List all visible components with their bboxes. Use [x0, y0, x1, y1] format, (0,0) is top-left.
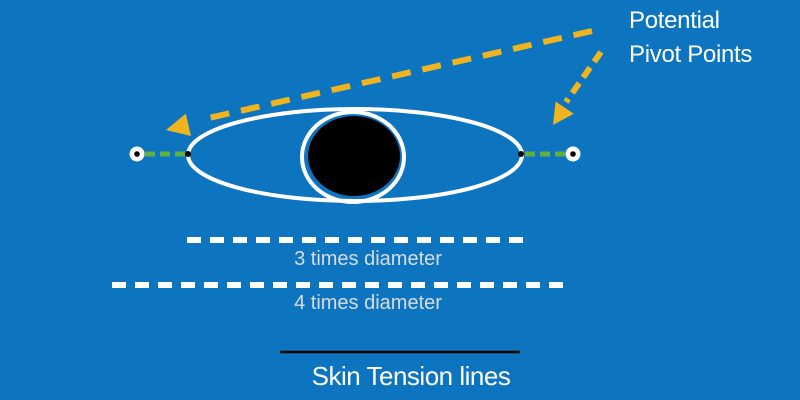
- skin-tension-label: Skin Tension lines: [311, 361, 511, 391]
- pivot-arrow-short-shaft: [563, 50, 604, 104]
- pivot-point-left-dot: [134, 151, 140, 157]
- pivot-points-label: Potential Pivot Points: [629, 4, 752, 72]
- pivot-points-label-line1: Potential: [629, 7, 720, 34]
- ellipse-tip-dot-right: [518, 151, 524, 157]
- four-diameter-label: 4 times diameter: [294, 292, 442, 314]
- lesion-circle: [308, 116, 400, 196]
- three-diameter-label: 3 times diameter: [294, 248, 442, 270]
- pivot-arrow-long-head-icon: [166, 113, 191, 136]
- margin-circle-outline: [300, 110, 406, 204]
- pivot-point-right-dot: [570, 151, 576, 157]
- pivot-points-label-line2: Pivot Points: [629, 41, 753, 68]
- pivot-arrow-short-head-icon: [553, 101, 574, 125]
- pivot-arrow-long-shaft: [199, 28, 593, 123]
- ellipse-tip-dot-left: [185, 151, 191, 157]
